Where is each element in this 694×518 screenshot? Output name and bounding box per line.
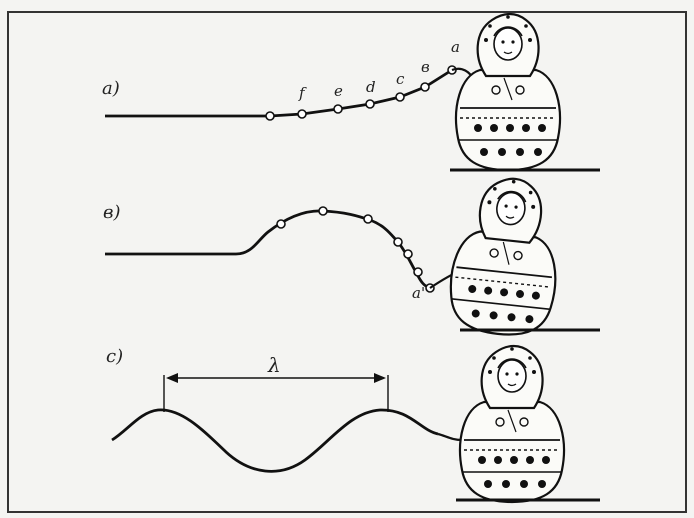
doll-arm-c <box>437 432 463 442</box>
point-label-f: f <box>298 84 307 102</box>
point-b <box>420 82 430 92</box>
panel-b: в) a' <box>103 172 600 341</box>
panel-c: c) λ <box>106 344 600 504</box>
point-d <box>365 99 375 109</box>
point-label-a-prime: a' <box>412 284 425 302</box>
point-b-5 <box>403 249 413 259</box>
panel-a-label: a) <box>102 78 120 99</box>
point-f <box>297 109 307 119</box>
point-label-c: c <box>396 70 405 88</box>
panel-b-label: в) <box>103 202 121 223</box>
point-label-b: в <box>421 58 430 76</box>
panel-a: a) f e d c в a <box>102 12 600 172</box>
point-b-4 <box>393 237 403 247</box>
wavelength-arrowhead-left <box>166 373 178 383</box>
point-c <box>395 92 405 102</box>
matryoshka-doll-b <box>444 172 567 341</box>
frame <box>7 11 687 513</box>
point-b-6 <box>413 267 423 277</box>
point-b-1 <box>276 219 286 229</box>
point-label-d: d <box>366 78 376 96</box>
matryoshka-doll-c <box>458 344 566 504</box>
panel-c-label: c) <box>106 346 123 367</box>
point-label-a: a <box>451 38 460 56</box>
wavelength-label: λ <box>267 353 281 377</box>
matryoshka-doll-a <box>454 12 562 172</box>
point-b-3 <box>363 214 373 224</box>
point-e <box>333 104 343 114</box>
point-g <box>265 111 275 121</box>
panel-b-string <box>105 209 431 290</box>
wavelength-arrowhead-right <box>374 373 386 383</box>
wave <box>111 408 439 473</box>
point-b-2 <box>318 206 328 216</box>
point-label-e: e <box>334 82 343 100</box>
